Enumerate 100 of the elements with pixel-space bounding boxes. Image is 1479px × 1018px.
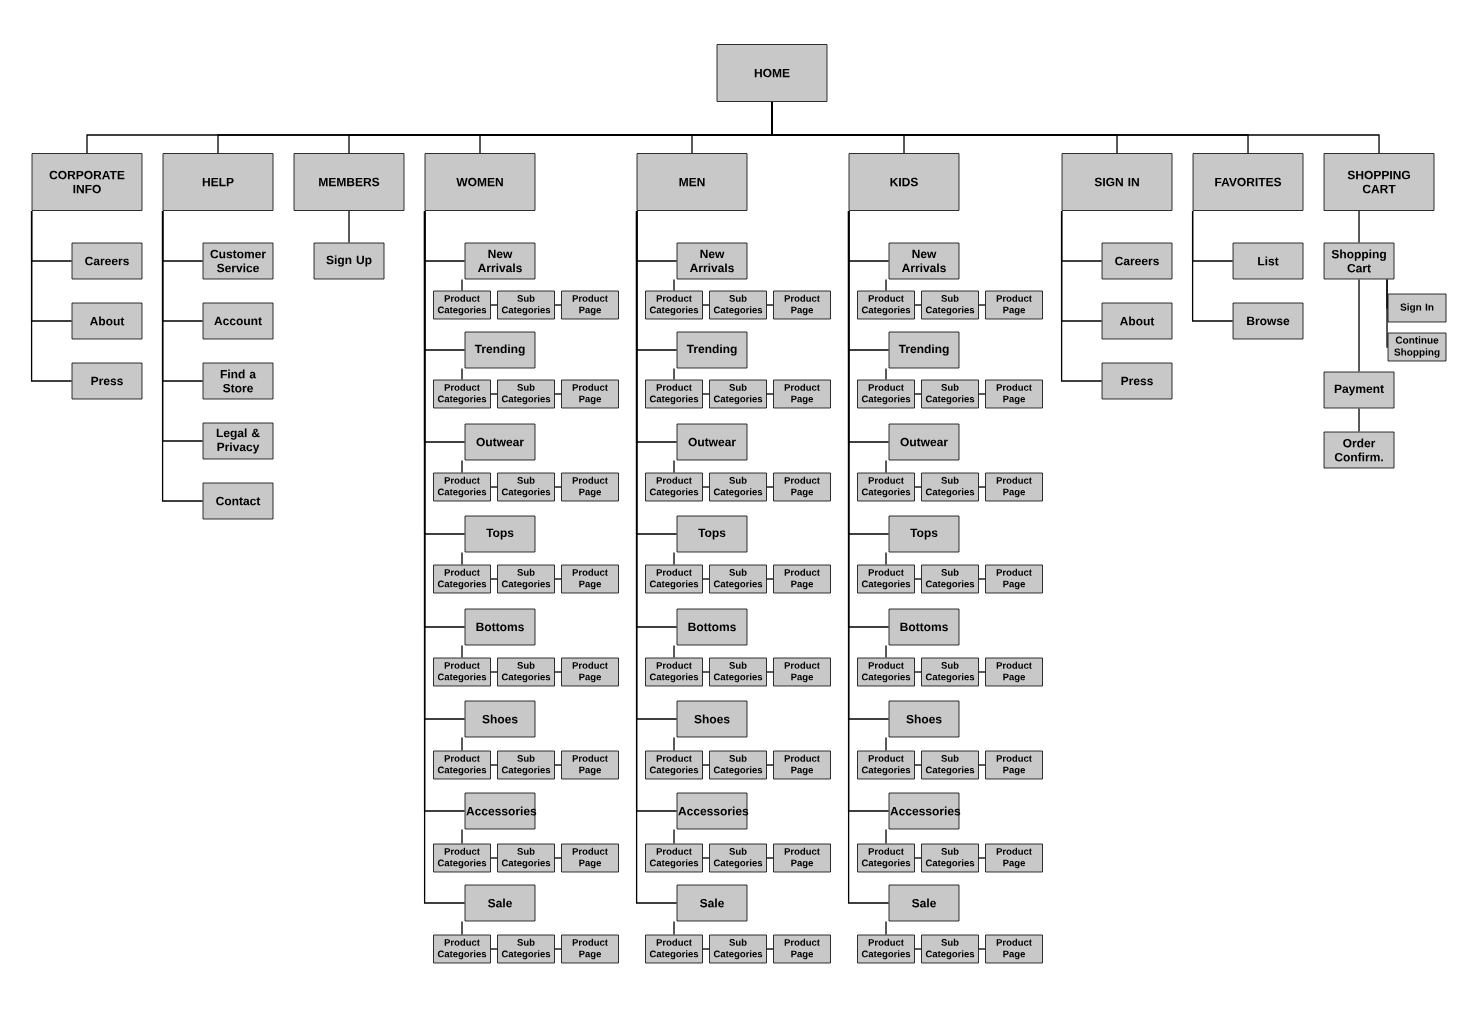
connector-line: [673, 459, 675, 474]
connector-line: [978, 948, 986, 950]
section-box: FAVORITES: [1192, 153, 1304, 211]
page-box: Product Page: [773, 379, 831, 409]
page-box: Product Categories: [857, 379, 915, 409]
page-box: Press: [1101, 362, 1173, 400]
connector-line: [978, 764, 986, 766]
connector-line: [554, 857, 562, 859]
page-box: Trending: [888, 331, 960, 369]
page-box: New Arrivals: [464, 242, 536, 280]
page-box: Product Categories: [857, 934, 915, 964]
page-box: Payment: [1323, 371, 1395, 409]
page-box: Product Page: [985, 472, 1043, 502]
page-box: Bottoms: [676, 608, 748, 646]
page-box: Product Page: [561, 472, 619, 502]
connector-line: [914, 948, 922, 950]
page-box: Product Page: [773, 657, 831, 687]
connector-line: [702, 304, 710, 306]
page-box: Sub Categories: [921, 750, 979, 780]
page-box: List: [1232, 242, 1304, 280]
page-box: Sub Categories: [921, 843, 979, 873]
page-box: Sub Categories: [709, 934, 767, 964]
connector-line: [490, 857, 498, 859]
page-box: Sub Categories: [497, 657, 555, 687]
connector-line: [766, 393, 774, 395]
page-box: Product Page: [985, 290, 1043, 320]
page-box: Product Page: [561, 934, 619, 964]
connector-line: [978, 578, 986, 580]
page-box: Continue Shopping: [1387, 332, 1447, 362]
page-box: New Arrivals: [888, 242, 960, 280]
section-box: HELP: [162, 153, 274, 211]
page-box: Sign Up: [313, 242, 385, 280]
page-box: Sub Categories: [709, 290, 767, 320]
page-box: Sub Categories: [921, 379, 979, 409]
connector-line: [914, 578, 922, 580]
connector-line: [161, 210, 204, 502]
page-box: Product Categories: [645, 472, 703, 502]
page-box: Product Categories: [857, 290, 915, 320]
page-box: Product Categories: [857, 564, 915, 594]
page-box: Shoes: [464, 700, 536, 738]
connector-line: [1358, 278, 1360, 373]
connector-line: [554, 671, 562, 673]
connector-line: [490, 304, 498, 306]
page-box: Bottoms: [888, 608, 960, 646]
connector-line: [702, 764, 710, 766]
connector-line: [490, 764, 498, 766]
page-box: Trending: [676, 331, 748, 369]
page-box: Product Page: [773, 934, 831, 964]
page-box: Product Page: [773, 750, 831, 780]
page-box: Product Categories: [433, 290, 491, 320]
connector-line: [673, 367, 675, 381]
section-box: WOMEN: [424, 153, 536, 211]
connector-line: [766, 857, 774, 859]
connector-line: [978, 857, 986, 859]
connector-line: [914, 304, 922, 306]
connector-line: [766, 578, 774, 580]
page-box: Find a Store: [202, 362, 274, 400]
connector-line: [914, 393, 922, 395]
page-box: Shoes: [676, 700, 748, 738]
page-box: Product Page: [561, 379, 619, 409]
connector-line: [702, 671, 710, 673]
page-box: Product Categories: [433, 934, 491, 964]
connector-line: [490, 486, 498, 488]
connector-line: [978, 304, 986, 306]
connector-line: [461, 551, 463, 566]
page-box: Sub Categories: [709, 657, 767, 687]
connector-line: [885, 920, 887, 936]
page-box: Outwear: [888, 423, 960, 461]
connector-line: [702, 857, 710, 859]
page-box: Product Page: [773, 564, 831, 594]
connector-line: [702, 486, 710, 488]
page-box: Browse: [1232, 302, 1304, 340]
page-box: Sub Categories: [497, 472, 555, 502]
page-box: Accessories: [888, 792, 961, 830]
page-box: Legal & Privacy: [202, 422, 274, 460]
page-box: Account: [202, 302, 274, 340]
connector-line: [1358, 407, 1360, 433]
page-box: Product Page: [561, 843, 619, 873]
page-box: Product Page: [773, 472, 831, 502]
connector-line: [885, 459, 887, 474]
page-box: Product Categories: [645, 843, 703, 873]
connector-line: [885, 828, 887, 845]
connector-line: [461, 459, 463, 474]
page-box: Sub Categories: [497, 934, 555, 964]
page-box: Trending: [464, 331, 536, 369]
connector-line: [978, 671, 986, 673]
connector-line: [673, 551, 675, 566]
connector-line: [673, 920, 675, 936]
connector-line: [885, 736, 887, 752]
connector-line: [766, 671, 774, 673]
connector-line: [766, 764, 774, 766]
connector-line: [914, 857, 922, 859]
page-box: Sub Categories: [921, 564, 979, 594]
page-box: Product Categories: [645, 379, 703, 409]
connector-line: [978, 393, 986, 395]
connector-line: [461, 828, 463, 845]
connector-line: [490, 671, 498, 673]
connector-line: [490, 948, 498, 950]
connector-line: [554, 764, 562, 766]
page-box: Customer Service: [202, 242, 274, 280]
